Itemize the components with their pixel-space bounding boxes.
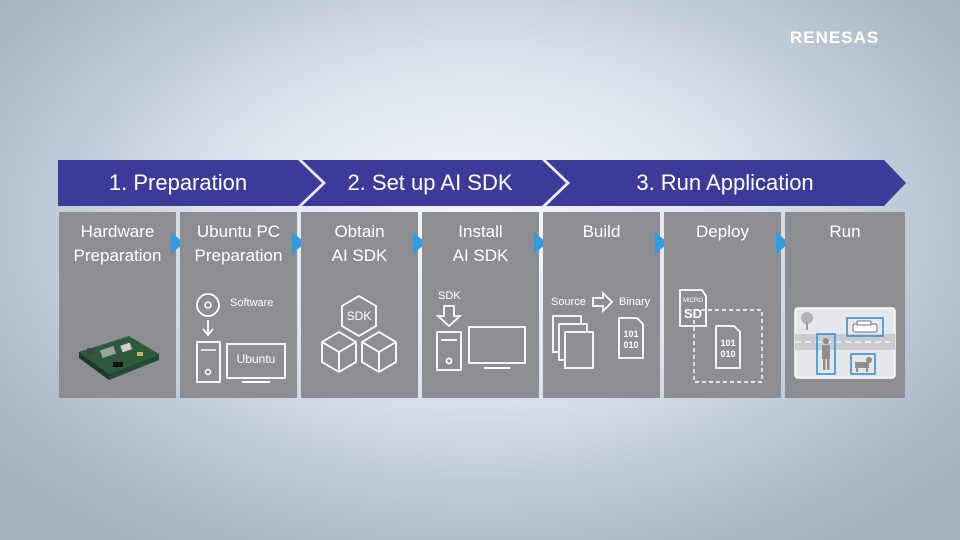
step-run: Run [785,212,905,398]
step-title: Ubuntu PC Preparation [194,222,283,265]
step-title: Build [582,222,621,241]
install-sdk-icon [435,305,526,371]
build-icon [552,290,644,369]
step-title: Deploy [696,222,749,241]
step-title: Run [829,222,861,241]
step-install-ai-sdk: Install AI SDK SDK [422,212,539,398]
micro-sd-card-icon [679,289,707,327]
phase-banner: 1. Preparation 2. Set up AI SDK 3. Run A… [58,160,906,206]
circuit-board-icon [79,336,159,380]
pc-software-icon [196,293,286,383]
phase-arrow-3 [546,160,906,206]
step-hardware-preparation: Hardware Preparation [59,212,176,398]
step-title: Install AI SDK [452,222,509,265]
sdk-label: SDK [438,290,461,302]
phase-run-application-label: 3. Run Application [636,170,814,195]
binary-file-icon [618,317,644,359]
source-label: Source [551,296,586,308]
arrow-right-icon [592,290,614,314]
ubuntu-label: Ubuntu [236,352,276,366]
micro-label: MICRO [683,298,703,304]
step-title: Obtain AI SDK [331,222,388,265]
renesas-logo: RENESAS [790,28,880,47]
sdk-cubes-icon [321,294,397,374]
phase-arrow-1 [58,160,322,206]
sdk-label: SDK [346,309,372,323]
phase-preparation-label: 1. Preparation [108,170,248,195]
step-ubuntu-pc-preparation: Ubuntu PC Preparation Software Ubuntu [180,212,297,398]
detection-scene-icon [794,307,896,379]
phase-banner-shape [58,160,906,206]
sd-label: SD [683,306,703,321]
step-obtain-ai-sdk: Obtain AI SDK SDK [301,212,418,398]
software-label: Software [230,297,274,309]
phase-setup-sdk-label: 2. Set up AI SDK [347,170,513,195]
phase-arrow-2 [302,160,566,206]
step-title: Hardware Preparation [73,222,162,265]
binary-file-icon [715,325,741,369]
binary-label: Binary [619,296,651,308]
deploy-sd-icon [679,289,763,383]
